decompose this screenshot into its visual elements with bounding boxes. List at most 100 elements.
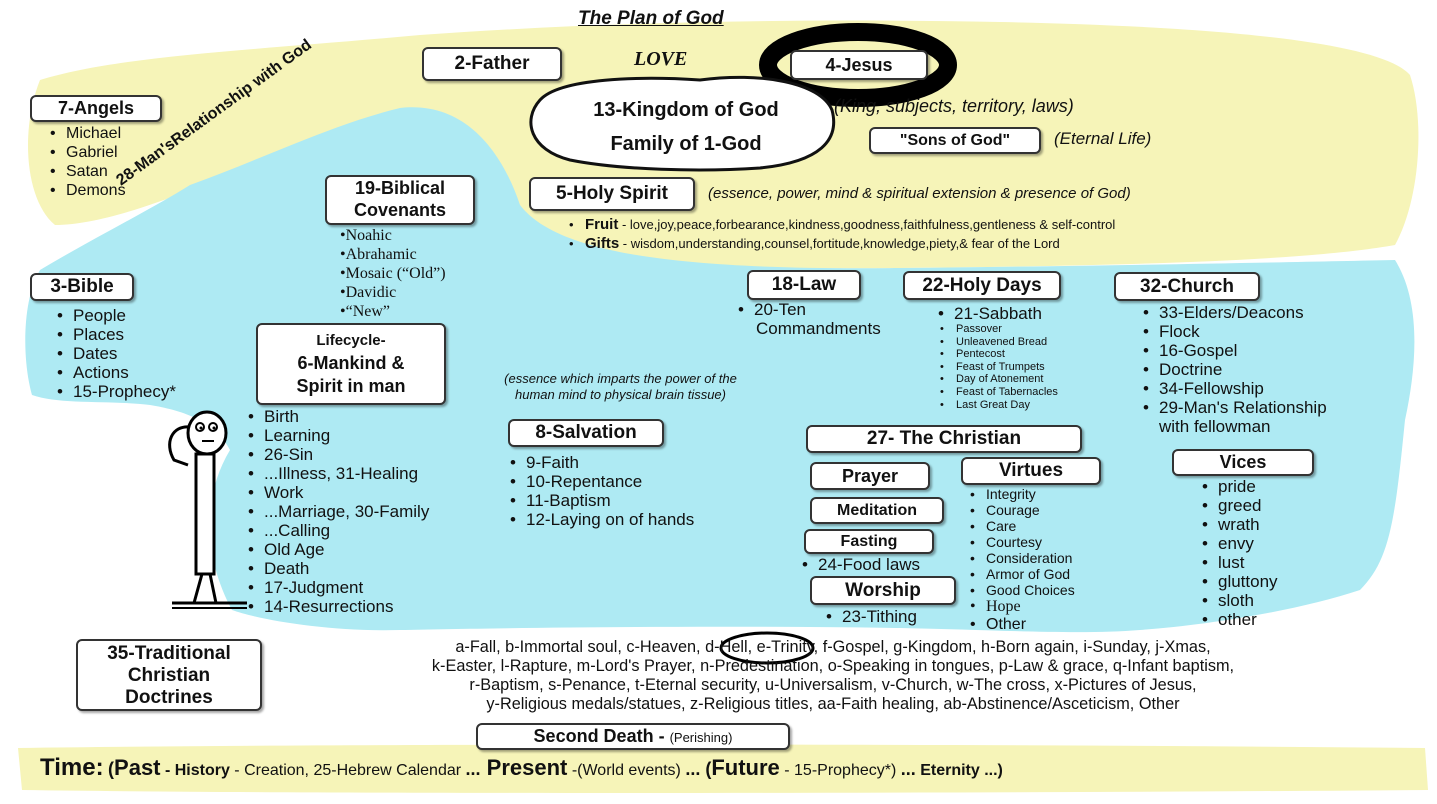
list-item: 11-Baptism bbox=[510, 491, 694, 510]
sons-note: (Eternal Life) bbox=[1054, 129, 1152, 148]
list-item: Dates bbox=[57, 344, 176, 363]
list-item: Actions bbox=[57, 363, 176, 382]
list-item: Satan bbox=[50, 162, 126, 181]
list-item: gluttony bbox=[1202, 572, 1278, 591]
list-item: 20-Ten bbox=[738, 300, 806, 319]
list-item: pride bbox=[1202, 477, 1278, 496]
list-item: Old Age bbox=[248, 540, 429, 559]
prayer-box: Prayer bbox=[810, 462, 930, 490]
doctrines-line: r-Baptism, s-Penance, t-Eternal security… bbox=[469, 676, 1197, 694]
law-item-line1: 20-Ten bbox=[754, 300, 806, 319]
angels-list: Michael Gabriel Satan Demons bbox=[50, 124, 126, 200]
thinking-man-figure bbox=[168, 410, 247, 609]
list-item: Armor of God bbox=[970, 566, 1075, 582]
church-last-cont: with fellowman bbox=[1159, 417, 1271, 436]
list-item: 29-Man's Relationship bbox=[1143, 398, 1327, 417]
meditation-box: Meditation bbox=[810, 497, 944, 524]
timeline-paren: ( bbox=[700, 759, 712, 779]
virtues-box: Virtues bbox=[961, 457, 1101, 485]
list-item: wrath bbox=[1202, 515, 1278, 534]
list-item: Courtesy bbox=[970, 534, 1075, 550]
list-item: 9-Faith bbox=[510, 453, 694, 472]
doctrines-line: k-Easter, l-Rapture, m-Lord's Prayer, n-… bbox=[431, 657, 1235, 675]
lifecycle-list: Birth Learning 26-Sin ...Illness, 31-Hea… bbox=[248, 407, 429, 616]
law-box: 18-Law bbox=[747, 270, 861, 300]
covenants-line2: Covenants bbox=[353, 200, 447, 220]
traditional-doctrines-text: a-Fall, b-Immortal soul, c-Heaven, d-Hel… bbox=[268, 638, 1398, 714]
timeline-sep: - bbox=[160, 762, 175, 779]
list-item: 15-Prophecy* bbox=[57, 382, 176, 401]
list-item: Day of Atonement bbox=[940, 373, 1058, 386]
vices-list: pride greed wrath envy lust gluttony slo… bbox=[1202, 477, 1278, 629]
list-item: •Noahic bbox=[340, 227, 392, 244]
list-item: Learning bbox=[248, 426, 429, 445]
second-death-note: (Perishing) bbox=[669, 730, 733, 745]
list-item: Birth bbox=[248, 407, 429, 426]
kingdom-note: (King, subjects, territory, laws) bbox=[834, 96, 1074, 116]
lifecycle-note: (essence which imparts the power of the … bbox=[448, 371, 793, 403]
list-item: People bbox=[57, 306, 176, 325]
list-item: Other bbox=[970, 616, 1026, 634]
sons-of-god-box: "Sons of God" bbox=[869, 127, 1041, 154]
list-item: Feast of Tabernacles bbox=[940, 386, 1058, 399]
list-item: Good Choices bbox=[970, 582, 1075, 598]
holy-spirit-note: (essence, power, mind & spiritual extens… bbox=[708, 185, 1131, 202]
bible-box: 3-Bible bbox=[30, 273, 134, 301]
church-box: 32-Church bbox=[1114, 272, 1260, 301]
fruit-text: - love,joy,peace,forbearance,kindness,go… bbox=[618, 217, 1116, 232]
timeline-paren: ( bbox=[108, 759, 115, 779]
lifecycle-line2: 6-Mankind & bbox=[297, 353, 405, 373]
angels-box: 7-Angels bbox=[30, 95, 162, 122]
traditional-doctrines-box: 35-Traditional Christian Doctrines bbox=[76, 639, 262, 711]
lifecycle-note-line1: (essence which imparts the power of the bbox=[504, 371, 737, 386]
law-list: 20-Ten bbox=[738, 300, 806, 319]
list-item: Consideration bbox=[970, 550, 1075, 566]
list-item: •Mosaic (“Old”) bbox=[340, 265, 446, 282]
fasting-box: Fasting bbox=[804, 529, 934, 554]
virtues-list-large: Hope Other bbox=[970, 598, 1026, 634]
list-item: Death bbox=[248, 559, 429, 578]
list-item: 16-Gospel bbox=[1143, 341, 1327, 360]
holy-days-list: Passover Unleavened Bread Pentecost Feas… bbox=[940, 323, 1058, 411]
list-item: 24-Food laws bbox=[802, 555, 920, 574]
list-item: Michael bbox=[50, 124, 126, 143]
list-item: Pentecost bbox=[940, 348, 1058, 361]
list-item: 33-Elders/Deacons bbox=[1143, 303, 1327, 322]
timeline-band bbox=[18, 744, 1428, 793]
fruit-item: Fruit - love,joy,peace,forbearance,kindn… bbox=[569, 215, 1115, 234]
timeline-dots: ... bbox=[900, 759, 916, 779]
traditional-line2: Christian bbox=[127, 665, 211, 686]
list-item: Last Great Day bbox=[940, 399, 1058, 412]
future-label: Future bbox=[711, 755, 780, 780]
church-list: 33-Elders/Deacons Flock 16-Gospel Doctri… bbox=[1143, 303, 1327, 417]
time-label: Time: bbox=[40, 754, 104, 781]
bible-list: People Places Dates Actions 15-Prophecy* bbox=[57, 306, 176, 401]
list-item: sloth bbox=[1202, 591, 1278, 610]
list-item: Work bbox=[248, 483, 429, 502]
timeline-dots: ... bbox=[465, 759, 481, 779]
list-item: Passover bbox=[940, 323, 1058, 336]
lifecycle-note-line2: human mind to physical brain tissue) bbox=[515, 387, 726, 402]
list-item: Hope bbox=[970, 598, 1026, 616]
list-item: 10-Repentance bbox=[510, 472, 694, 491]
history-label: History bbox=[174, 762, 230, 779]
jesus-ring bbox=[759, 23, 957, 107]
kingdom-title: 13-Kingdom of God bbox=[593, 99, 779, 121]
jesus-box: 4-Jesus bbox=[790, 50, 928, 80]
list-item: Gabriel bbox=[50, 143, 126, 162]
doctrines-line: a-Fall, b-Immortal soul, c-Heaven, d-Hel… bbox=[455, 638, 1211, 656]
timeline-prophecy: - 15-Prophecy*) bbox=[779, 762, 901, 779]
timeline-dots: ... bbox=[685, 759, 701, 779]
worship-box: Worship bbox=[810, 576, 956, 605]
gifts-item: Gifts - wisdom,understanding,counsel,for… bbox=[569, 234, 1115, 253]
covenants-list: •Noahic •Abrahamic •Mosaic (“Old”) •Davi… bbox=[340, 226, 446, 321]
lifecycle-box: Lifecycle- 6-Mankind & Spirit in man bbox=[256, 323, 446, 405]
list-item: 26-Sin bbox=[248, 445, 429, 464]
list-item: •Davidic bbox=[340, 284, 397, 301]
salvation-box: 8-Salvation bbox=[508, 419, 664, 447]
list-item: Feast of Trumpets bbox=[940, 361, 1058, 374]
list-item: 12-Laying on of hands bbox=[510, 510, 694, 529]
list-item: Places bbox=[57, 325, 176, 344]
past-label: Past bbox=[114, 755, 161, 780]
law-item-line2: Commandments bbox=[756, 319, 881, 338]
